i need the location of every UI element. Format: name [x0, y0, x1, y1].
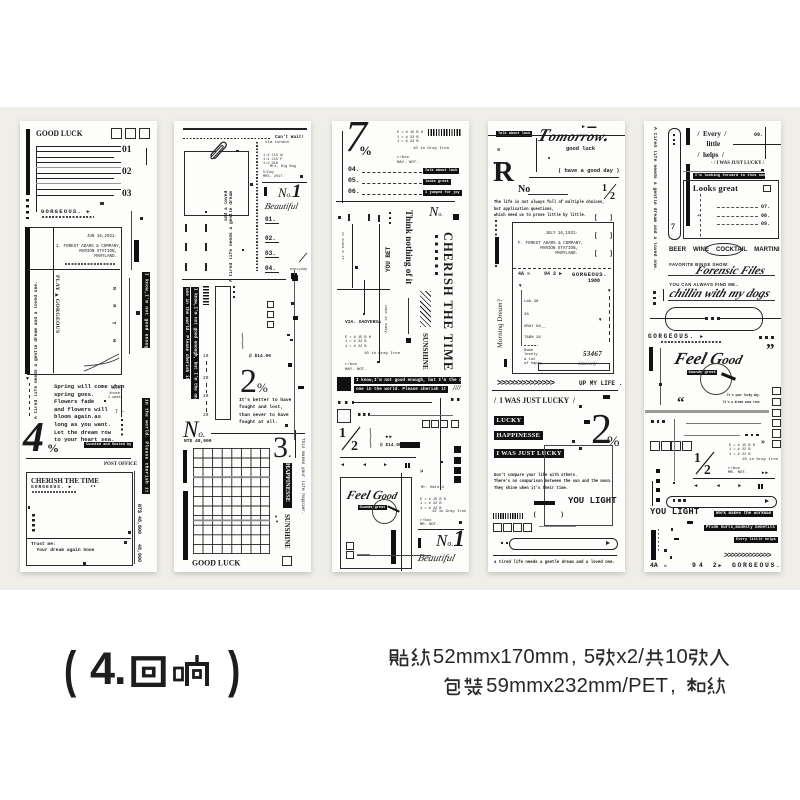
svg-text:2: 2 — [351, 439, 358, 451]
svg-text:1: 1 — [694, 450, 701, 465]
svg-text:2: 2 — [704, 462, 711, 475]
svg-text:2: 2 — [610, 191, 615, 200]
svg-text:1: 1 — [602, 183, 607, 194]
svg-text:1: 1 — [339, 426, 346, 441]
